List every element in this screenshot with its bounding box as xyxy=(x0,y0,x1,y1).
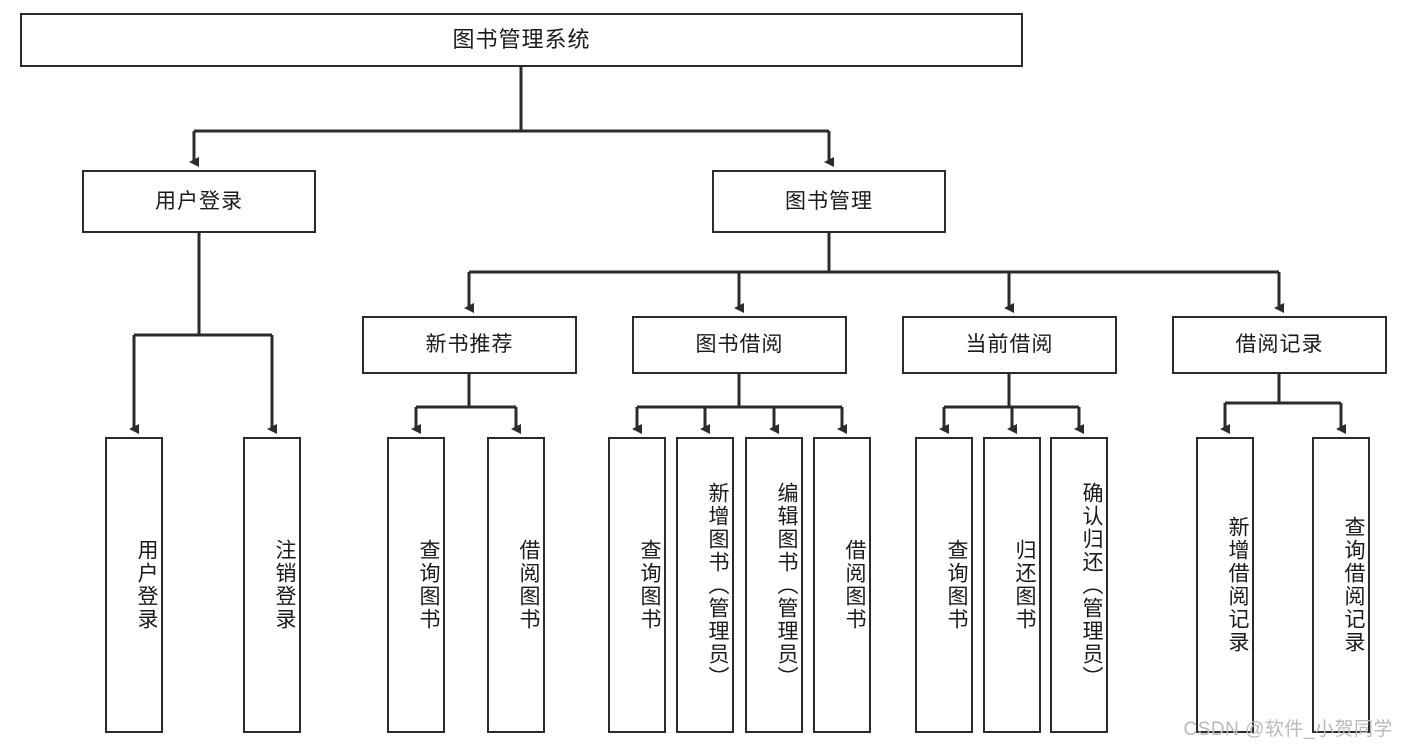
leaf-records-add-label: 新增借阅记录 xyxy=(1226,516,1249,654)
leaf-current-query[interactable]: 查询图书 xyxy=(915,437,973,733)
leaf-current-return[interactable]: 归还图书 xyxy=(983,437,1041,733)
leaf-borrow-edit-book-label: 编辑图书（管理员） xyxy=(775,481,798,689)
leaf-borrow-borrow-book[interactable]: 借阅图书 xyxy=(813,437,871,733)
leaf-user-login[interactable]: 用户登录 xyxy=(105,437,163,733)
leaf-records-query-label: 查询借阅记录 xyxy=(1342,516,1365,654)
leaf-borrow-add-book[interactable]: 新增图书（管理员） xyxy=(676,437,734,733)
leaf-current-confirm-return-label: 确认归还（管理员） xyxy=(1080,481,1103,689)
leaf-user-logout-label: 注销登录 xyxy=(273,539,296,631)
node-new-book-recommend-label: 新书推荐 xyxy=(425,333,514,357)
node-user-login[interactable]: 用户登录 xyxy=(82,170,316,233)
node-root-label: 图书管理系统 xyxy=(452,26,591,52)
node-book-management-label: 图书管理 xyxy=(785,189,873,213)
leaf-borrow-edit-book[interactable]: 编辑图书（管理员） xyxy=(745,437,803,733)
node-borrow-records[interactable]: 借阅记录 xyxy=(1172,316,1387,374)
leaf-records-query[interactable]: 查询借阅记录 xyxy=(1312,437,1370,733)
node-borrow-records-label: 借阅记录 xyxy=(1235,333,1324,357)
leaf-borrow-query-label: 查询图书 xyxy=(638,539,661,631)
node-book-borrow-label: 图书借阅 xyxy=(695,333,784,357)
leaf-current-query-label: 查询图书 xyxy=(945,539,968,631)
leaf-newbook-borrow[interactable]: 借阅图书 xyxy=(487,437,545,733)
node-root[interactable]: 图书管理系统 xyxy=(20,13,1023,67)
leaf-borrow-borrow-book-label: 借阅图书 xyxy=(843,539,866,631)
leaf-current-return-label: 归还图书 xyxy=(1013,539,1036,631)
node-user-login-label: 用户登录 xyxy=(155,189,243,213)
leaf-borrow-add-book-label: 新增图书（管理员） xyxy=(706,481,729,689)
node-new-book-recommend[interactable]: 新书推荐 xyxy=(362,316,577,374)
node-book-management[interactable]: 图书管理 xyxy=(712,170,946,233)
leaf-borrow-query[interactable]: 查询图书 xyxy=(608,437,666,733)
leaf-newbook-query-label: 查询图书 xyxy=(417,539,440,631)
node-current-borrow[interactable]: 当前借阅 xyxy=(902,316,1117,374)
leaf-records-add[interactable]: 新增借阅记录 xyxy=(1196,437,1254,733)
leaf-user-login-label: 用户登录 xyxy=(135,539,158,631)
leaf-newbook-borrow-label: 借阅图书 xyxy=(517,539,540,631)
leaf-current-confirm-return[interactable]: 确认归还（管理员） xyxy=(1050,437,1108,733)
node-book-borrow[interactable]: 图书借阅 xyxy=(632,316,847,374)
leaf-user-logout[interactable]: 注销登录 xyxy=(243,437,301,733)
csdn-watermark: CSDN @软件_小贺同学 xyxy=(1183,719,1393,740)
node-current-borrow-label: 当前借阅 xyxy=(965,333,1054,357)
leaf-newbook-query[interactable]: 查询图书 xyxy=(387,437,445,733)
